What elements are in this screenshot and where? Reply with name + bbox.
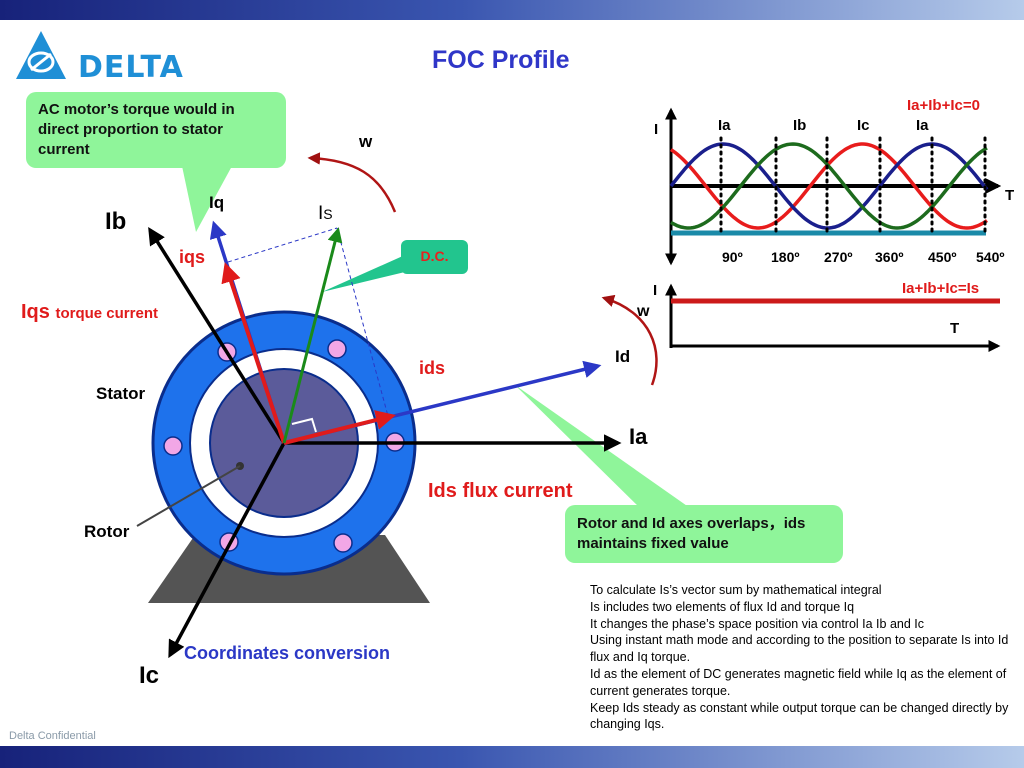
chart1-tick-label: 270º [824,249,853,265]
ia-axis-label: Ia [629,424,648,449]
torque-callout-pointer [182,166,232,232]
rotor-label: Rotor [84,522,130,541]
ib-axis [148,227,286,444]
note-line: Using instant math mode and according to… [590,633,1009,665]
chart1-tick-label: 540º [976,249,1005,265]
chart1-xlabel: T [1005,187,1015,204]
is-label-main: I [318,203,324,224]
note-line: Id as the element of DC generates magnet… [590,666,1007,698]
ic-axis [168,442,286,659]
chart1-title: Ia+Ib+Ic=0 [907,97,980,114]
phase-curve-ic [670,142,988,230]
coordinates-label: Coordinates conversion [184,643,391,663]
chart1-tick-label: 90º [722,249,743,265]
dc-current-chart [665,283,1001,352]
chart1-phase-label: Ia [718,117,731,134]
slide-title: FOC Profile [432,46,570,74]
chart2-title: Ia+Ib+Ic=Is [902,280,980,297]
stator-label: Stator [96,384,146,403]
logo-text: DELTA [78,50,184,85]
note-line: Is includes two elements of flux Id and … [590,599,855,614]
iqs-torque-main: Iqs [21,301,50,323]
ids-label: ids [419,358,446,378]
notes-block: To calculate Is’s vector sum by mathemat… [590,582,1010,733]
delta-triangle-logo [16,31,66,79]
note-line: It changes the phase’s space position vi… [590,616,925,631]
rotation-arrow-top [307,152,397,213]
dc-callout: D.C. [401,240,468,274]
iqs-torque-sub: torque current [55,305,158,322]
chart1-phase-label: Ib [793,117,807,134]
is-label-sub: S [323,206,333,222]
ib-axis-label: Ib [105,208,127,235]
ic-axis-label: Ic [139,662,160,689]
rotation-arrow-right [601,294,658,386]
ids-vector [283,410,396,445]
ids-flux-label: Ids flux current [428,480,573,502]
dashed-iqs-is [227,227,338,263]
note-line: Keep Ids steady as constant while output… [590,700,1009,732]
overlap-callout: Rotor and Id axes overlaps，ids maintains… [565,505,843,563]
bottom-banner [0,746,1024,768]
phase-curve-ib [669,142,989,230]
right-angle-mark [291,417,317,433]
is-vector [282,227,343,444]
iq-label: Iq [209,193,225,212]
three-phase-chart [665,107,1002,266]
overlap-callout-pointer [515,385,690,508]
dc-callout-pointer [322,255,405,292]
w-label-top: w [359,132,373,151]
iqs-label: iqs [179,247,206,267]
chart1-ylabel: I [654,121,659,138]
footer-confidential: Delta Confidential [9,730,96,742]
top-banner [0,0,1024,20]
w-label-right: w [637,303,650,320]
torque-callout: AC motor’s torque would in direct propor… [26,92,286,168]
chart1-tick-label: 450º [928,249,957,265]
chart1-tick-label: 180º [771,249,800,265]
dashed-is-ids [336,227,389,417]
chart1-phase-label: Ia [916,117,929,134]
is-label: IS [318,203,333,225]
rotor-pointer-line [136,465,241,527]
chart2-ylabel: I [653,282,658,299]
chart2-xlabel: T [950,320,960,337]
chart1-tick-label: 360º [875,249,904,265]
iqs-vector [221,262,286,444]
note-line: To calculate Is’s vector sum by mathemat… [590,583,882,597]
iqs-torque-label: Iqs torque current [21,301,158,324]
id-label: Id [615,347,631,366]
chart1-phase-label: Ic [857,117,870,134]
